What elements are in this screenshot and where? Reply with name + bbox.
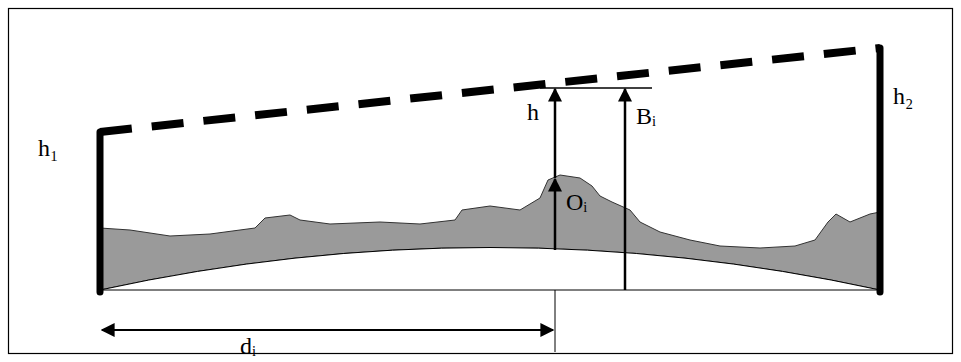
sight-line [100, 48, 880, 132]
mast-left [97, 132, 104, 292]
terrain-profile [100, 175, 880, 290]
distance-dimension [102, 329, 553, 331]
height-label: h₂ [893, 84, 913, 108]
distance-label: dᵢ [240, 334, 256, 358]
clearance-label: h [527, 100, 539, 124]
height-label: h₁ [38, 136, 58, 160]
obstacle-arrow [554, 179, 557, 250]
clearance-arrow [554, 89, 557, 178]
bulge-label: Bᵢ [636, 104, 656, 128]
bulge-arrow [624, 89, 627, 290]
frame [9, 9, 953, 354]
obstacle-label: Oᵢ [566, 190, 587, 214]
earth-curve [100, 248, 880, 291]
top-tick [540, 87, 652, 89]
obstacle-tick [555, 290, 556, 352]
mast-right [877, 48, 884, 292]
chord-line [100, 290, 880, 291]
